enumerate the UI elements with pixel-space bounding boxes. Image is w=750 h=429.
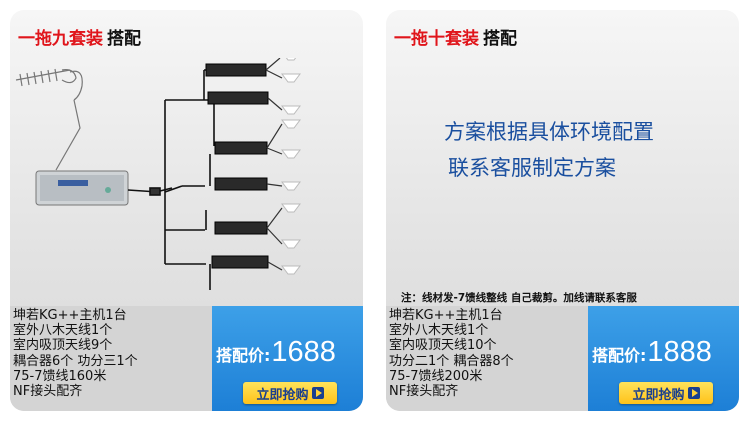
price-panel: 搭配价:1688 立即抢购 (212, 306, 363, 411)
package-suffix: 搭配 (483, 29, 517, 49)
spec-item: NF接头配齐 (389, 384, 459, 400)
package-name: 一拖九套装 (18, 29, 103, 49)
package-card-nine[interactable]: 一拖九套装搭配 (10, 10, 363, 411)
price-label: 搭配价: (592, 346, 647, 365)
package-card-ten[interactable]: 一拖十套装搭配 方案根据具体环境配置 联系客服制定方案 注：线材发-7馈线整线 … (386, 10, 739, 411)
play-arrow-icon (311, 387, 324, 399)
price-value: 1888 (647, 336, 712, 368)
spec-item: 室内吸顶天线10个 (389, 338, 497, 354)
cable-note: 注：线材发-7馈线整线 自己裁剪。加线请联系客服 (401, 292, 637, 304)
package-name: 一拖十套装 (394, 29, 479, 49)
spec-item: 室内吸顶天线9个 (13, 338, 113, 354)
package-title: 一拖十套装搭配 (394, 24, 517, 49)
price-value: 1688 (271, 336, 336, 368)
repeater-host-icon (35, 170, 129, 206)
coupler-icon (205, 63, 269, 269)
plan-text-line2: 联系客服制定方案 (448, 156, 616, 180)
package-title: 一拖九套装搭配 (18, 24, 141, 49)
spec-item: 功分二1个 耦合器8个 (389, 353, 514, 369)
spec-list: 坤若KG++主机1台 室外八木天线1个 室内吸顶天线9个 耦合器6个 功分三1个… (10, 308, 215, 399)
spec-item: 室外八木天线1个 (13, 323, 113, 339)
spec-item: NF接头配齐 (13, 384, 83, 400)
system-diagram (15, 58, 301, 290)
spec-item: 75-7馈线160米 (13, 368, 107, 384)
price-label: 搭配价: (216, 346, 271, 365)
yagi-antenna-icon (15, 68, 83, 171)
spec-item: 室外八木天线1个 (389, 323, 489, 339)
plan-text-line1: 方案根据具体环境配置 (444, 120, 654, 144)
buy-now-button[interactable]: 立即抢购 (619, 382, 713, 404)
spec-item: 75-7馈线200米 (389, 368, 483, 384)
spec-list: 坤若KG++主机1台 室外八木天线1个 室内吸顶天线10个 功分二1个 耦合器8… (386, 308, 591, 399)
price-panel: 搭配价:1888 立即抢购 (588, 306, 739, 411)
buy-now-label: 立即抢购 (632, 387, 685, 403)
spec-item: 坤若KG++主机1台 (13, 308, 127, 323)
spec-item: 坤若KG++主机1台 (389, 308, 503, 323)
price-tag: 搭配价:1688 (216, 336, 336, 369)
price-tag: 搭配价:1888 (592, 336, 712, 369)
play-arrow-icon (687, 387, 700, 399)
buy-now-label: 立即抢购 (256, 387, 309, 403)
package-suffix: 搭配 (107, 29, 141, 49)
ceiling-antenna-icon (281, 58, 301, 275)
spec-item: 耦合器6个 功分三1个 (13, 353, 138, 369)
buy-now-button[interactable]: 立即抢购 (243, 382, 337, 404)
